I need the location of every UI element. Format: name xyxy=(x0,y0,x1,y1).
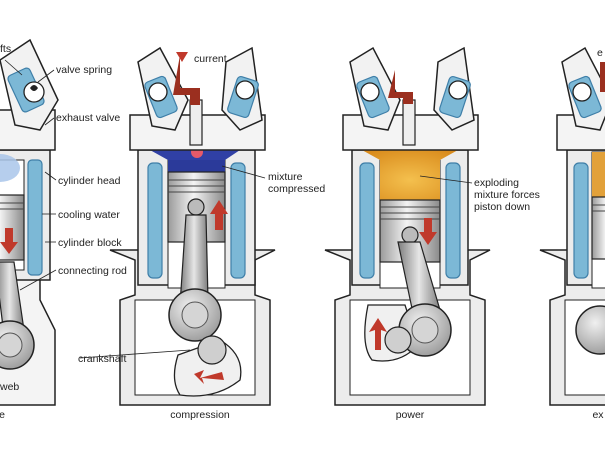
cam-right xyxy=(448,80,468,100)
piston-down-arrow xyxy=(0,228,18,254)
label-current: current xyxy=(194,53,227,65)
piston xyxy=(0,194,25,261)
compressed-mixture xyxy=(168,158,225,172)
label-cylinder-head: cylinder head xyxy=(58,175,121,187)
crankshaft-main xyxy=(384,326,412,354)
piston-down-arrow xyxy=(419,218,437,245)
spark-plug xyxy=(189,99,203,146)
crankshaft-main xyxy=(197,335,227,365)
engine-exhaust-partial xyxy=(539,46,605,406)
piston-up-arrow xyxy=(210,200,228,230)
intake-mixture xyxy=(0,154,20,182)
label-shafts: fts xyxy=(0,43,11,55)
cooling-jacket-right xyxy=(445,162,461,279)
engine-compression xyxy=(109,46,276,406)
cooling-jacket-left xyxy=(573,162,589,279)
caption-exhaust-partial: ex xyxy=(592,409,604,421)
caption-compression: compression xyxy=(170,409,230,421)
cam-left xyxy=(572,82,592,102)
crank-pin xyxy=(575,305,605,355)
label-right-edge: e xyxy=(597,47,603,59)
engine-power xyxy=(324,46,491,406)
cooling-jacket-left xyxy=(147,162,163,279)
label-exploding-2: mixture forces xyxy=(474,189,540,201)
label-exhaust-valve: exhaust valve xyxy=(56,112,120,124)
current-arrow xyxy=(176,52,188,62)
wrist-pin xyxy=(187,198,205,216)
label-exploding-3: piston down xyxy=(474,201,530,213)
cooling-jacket-left xyxy=(359,162,375,279)
piston xyxy=(591,196,605,260)
leader-lines xyxy=(4,59,473,359)
exhaust-gas xyxy=(592,152,605,197)
plug-wire xyxy=(388,70,413,104)
cam-right xyxy=(235,80,255,100)
engine-intake-partial xyxy=(0,38,59,406)
cooling-jacket-right xyxy=(230,162,246,279)
label-crankshaft: crankshaft xyxy=(78,353,127,365)
cam-left xyxy=(148,82,168,102)
caption-intake-partial: e xyxy=(0,409,5,421)
label-exploding-1: exploding xyxy=(474,177,519,189)
caption-power: power xyxy=(396,409,425,421)
label-valve-spring: valve spring xyxy=(56,64,112,76)
label-connecting-rod: connecting rod xyxy=(58,265,127,277)
current-wire xyxy=(600,62,605,92)
cooling-jacket xyxy=(27,159,43,276)
label-cylinder-block: cylinder block xyxy=(58,237,122,249)
crank-rotation-arrow xyxy=(369,318,387,350)
label-cooling-water: cooling water xyxy=(58,209,120,221)
cam-left xyxy=(360,82,380,102)
current-wire xyxy=(173,55,200,105)
wrist-pin xyxy=(401,226,419,244)
spark-plug xyxy=(402,99,416,146)
exploding-mixture xyxy=(362,150,458,200)
cam-lobe xyxy=(23,81,45,103)
label-mixture-compressed-1: mixture xyxy=(268,171,303,183)
label-mixture-compressed-2: compressed xyxy=(268,183,325,195)
crank-rotation-arrow xyxy=(194,370,224,384)
label-web: web xyxy=(0,381,19,393)
